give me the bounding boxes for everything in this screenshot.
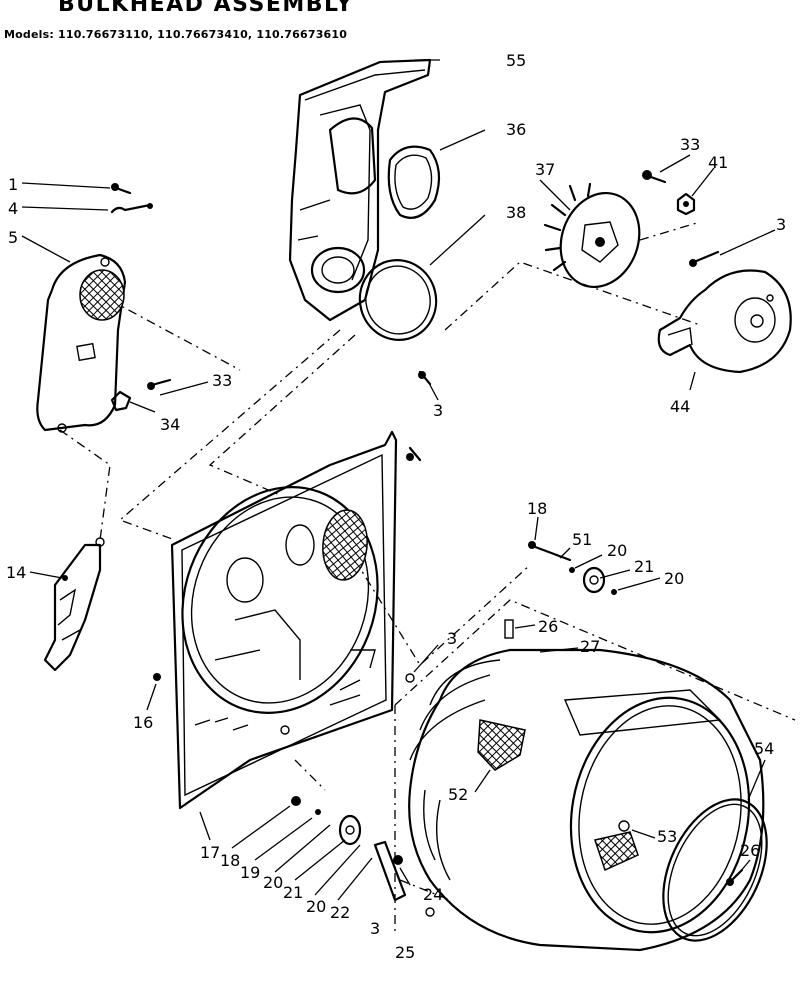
callout-53: 53 xyxy=(657,827,677,846)
drum-27 xyxy=(408,648,765,952)
callout-20-left-a: 20 xyxy=(263,873,283,892)
bulkhead-frame xyxy=(170,430,398,810)
clip-4 xyxy=(110,203,153,214)
screw-26-top xyxy=(504,619,514,639)
callout-37: 37 xyxy=(535,160,555,179)
callout-14: 14 xyxy=(6,563,26,582)
blower-wheel-37 xyxy=(543,182,641,289)
switch-14 xyxy=(43,537,105,672)
roller-parts-right xyxy=(528,541,617,595)
screw-3-mid xyxy=(405,673,415,683)
callout-27: 27 xyxy=(580,637,600,656)
callout-1: 1 xyxy=(8,175,18,194)
callout-51: 51 xyxy=(572,530,592,549)
callout-4: 4 xyxy=(8,199,18,218)
callout-16: 16 xyxy=(133,713,153,732)
blower-housing-44 xyxy=(657,269,792,374)
callout-24: 24 xyxy=(423,885,443,904)
callout-38: 38 xyxy=(506,203,526,222)
baffle-53 xyxy=(594,820,639,872)
belt-54 xyxy=(662,798,768,942)
screw-1 xyxy=(111,183,132,195)
screw-3-duct xyxy=(418,370,432,386)
control-panel-5 xyxy=(36,253,127,433)
assembly-connector-lines xyxy=(59,221,796,935)
diagram-title: BULKHEAD ASSEMBLY xyxy=(58,0,354,17)
callout-22: 22 xyxy=(330,903,350,922)
callout-3-duct: 3 xyxy=(433,401,443,420)
nut-41 xyxy=(676,192,696,216)
baffle-52 xyxy=(477,719,526,771)
callout-52: 52 xyxy=(448,785,468,804)
screw-33-left xyxy=(147,378,172,390)
gasket-36 xyxy=(387,145,441,219)
lower-bearing-parts xyxy=(291,796,435,917)
callout-20-left-b: 20 xyxy=(306,897,326,916)
callout-55: 55 xyxy=(506,51,526,70)
callout-3-blower: 3 xyxy=(776,215,786,234)
callout-36: 36 xyxy=(506,120,526,139)
model-numbers: Models: 110.76673110, 110.76673410, 110.… xyxy=(4,28,348,41)
callout-54: 54 xyxy=(754,739,774,758)
callout-34: 34 xyxy=(160,415,180,434)
callout-3-bottom: 3 xyxy=(370,919,380,938)
screw-3-frame xyxy=(406,446,422,462)
callout-44: 44 xyxy=(670,397,690,416)
screw-33-top xyxy=(642,170,667,184)
callout-3-mid: 3 xyxy=(447,629,457,648)
callout-41: 41 xyxy=(708,153,728,172)
callout-17: 17 xyxy=(200,843,220,862)
callout-21-left: 21 xyxy=(283,883,303,902)
clip-34 xyxy=(110,390,132,412)
callout-25: 25 xyxy=(395,943,415,962)
callout-18-left: 18 xyxy=(220,851,240,870)
callout-labels: 1 4 5 33 34 14 16 17 18 19 20 21 20 22 3… xyxy=(6,51,786,962)
callout-21-right: 21 xyxy=(634,557,654,576)
callout-20-right-a: 20 xyxy=(607,541,627,560)
callout-18-right: 18 xyxy=(527,499,547,518)
callout-19: 19 xyxy=(240,863,260,882)
callout-26-bottom: 26 xyxy=(740,841,760,860)
duct-housing-55 xyxy=(288,58,432,322)
callout-33-top: 33 xyxy=(680,135,700,154)
callout-33-left: 33 xyxy=(212,371,232,390)
callout-5: 5 xyxy=(8,228,18,247)
callout-20-right-b: 20 xyxy=(664,569,684,588)
callout-26-top: 26 xyxy=(538,617,558,636)
screw-3-blower xyxy=(689,250,720,267)
seal-ring-38 xyxy=(358,259,438,341)
screw-16 xyxy=(153,673,161,681)
callout-leaders xyxy=(21,59,776,901)
